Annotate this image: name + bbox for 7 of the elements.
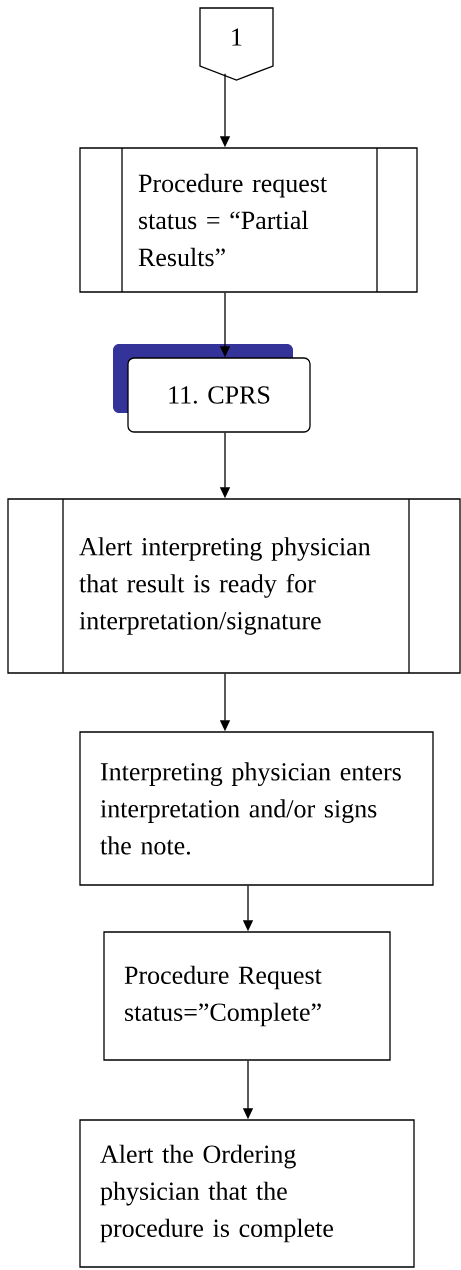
process-box: Procedure Request status=”Complete” [103, 931, 391, 1061]
off-page-connector: 1 [199, 7, 274, 81]
predefined-process-box: Procedure request status = “Partial Results” [79, 147, 418, 293]
process-box: Alert the Ordering physician that the procedure is complete [79, 1119, 415, 1268]
predefined-process-box: Alert interpreting physician that result is ready for interpretation/signature [7, 498, 461, 674]
system-box: 11. CPRS [113, 344, 311, 433]
process-box: Interpreting physician enters interpretation and/or signs the note. [79, 731, 434, 886]
